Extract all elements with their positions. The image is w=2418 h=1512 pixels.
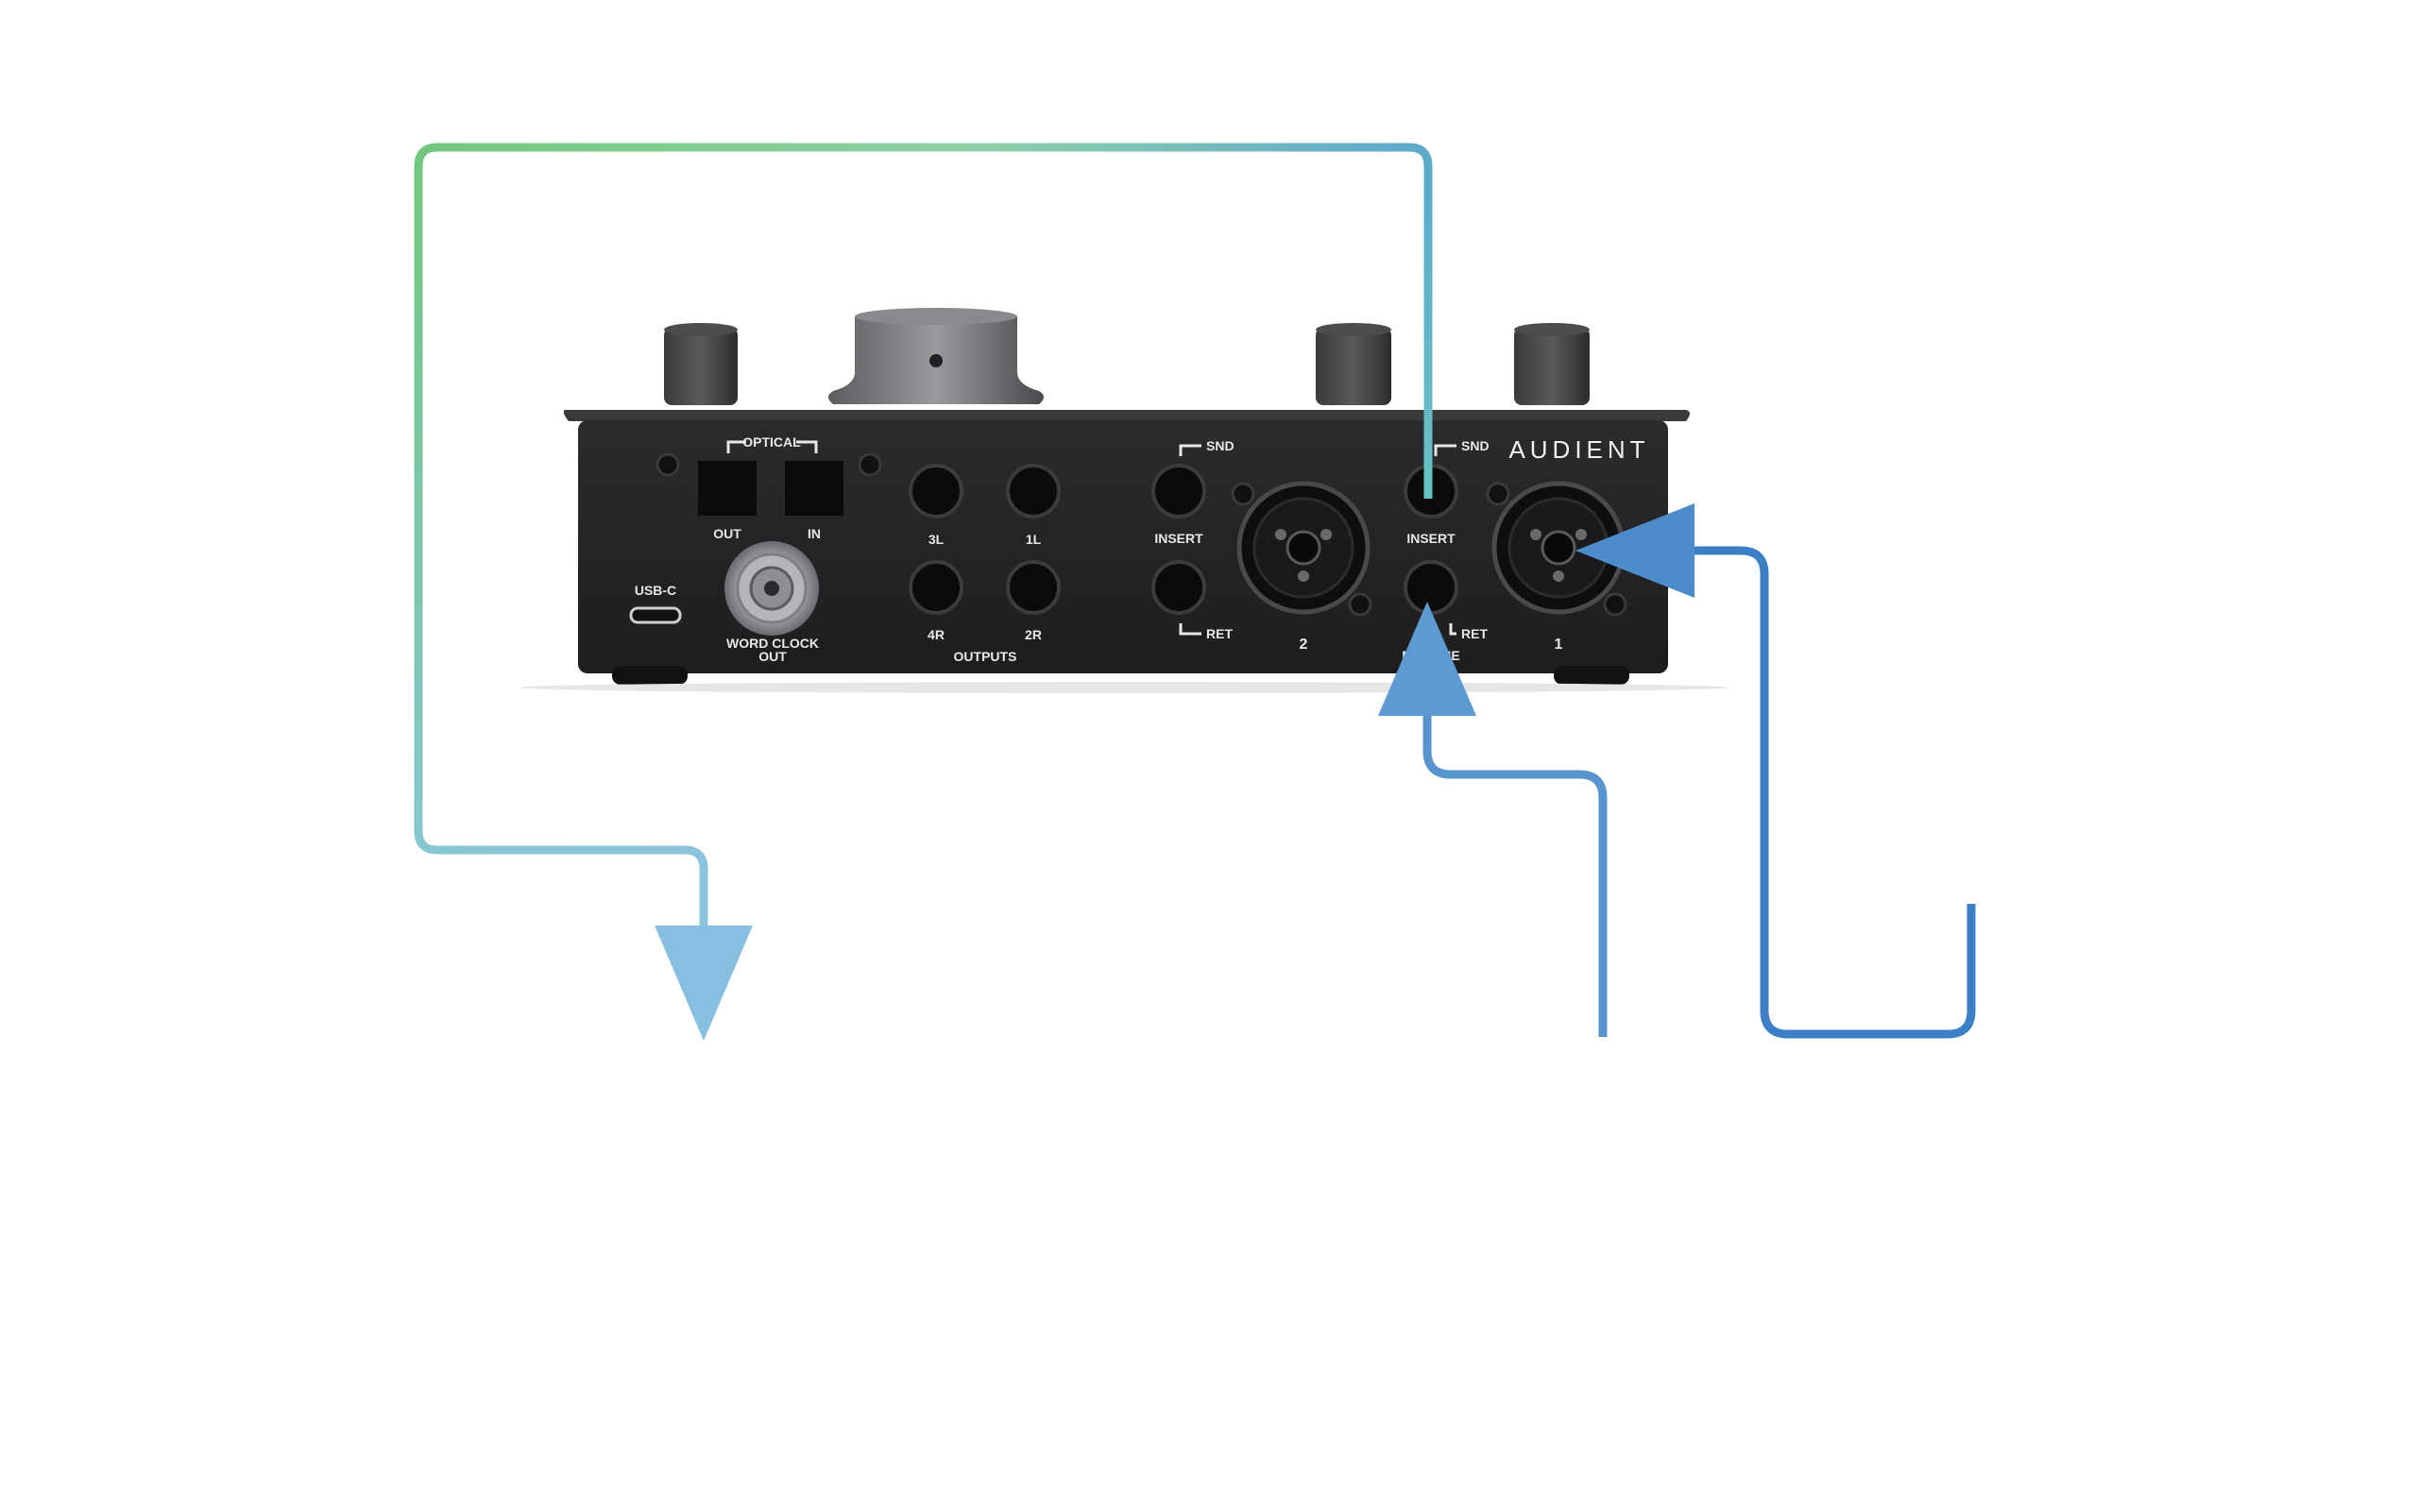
output-4r-label: 4R: [928, 627, 945, 642]
mic-line-input-path: [1662, 546, 1976, 1039]
send-arrow-head: [655, 926, 753, 1041]
insert-return-path: [1422, 689, 1608, 1037]
combo-input-2[interactable]: [1236, 481, 1371, 615]
insert-2-snd-label: SND: [1206, 438, 1235, 453]
output-4r-jack[interactable]: [909, 560, 963, 615]
insert-2-send-jack[interactable]: [1151, 464, 1206, 518]
output-1l-jack[interactable]: [1006, 464, 1061, 518]
outputs-label: OUTPUTS: [954, 649, 1017, 664]
back-panel: [578, 420, 1668, 673]
usb-c-port[interactable]: [629, 606, 682, 624]
insert-1-return-jack[interactable]: [1404, 560, 1458, 615]
output-2r-jack[interactable]: [1006, 560, 1061, 615]
insert-2-ret-label: RET: [1206, 626, 1233, 641]
gain-knob-1: [1514, 328, 1590, 405]
insert-2-return-jack[interactable]: [1151, 560, 1206, 615]
insert-2-label: INSERT: [1154, 531, 1203, 546]
insert-1-ret-label: RET: [1461, 626, 1488, 641]
brand-logo: AUDIENT: [1508, 435, 1649, 464]
input-arrow-head: [1575, 503, 1694, 598]
optical-out-port[interactable]: [698, 461, 757, 516]
usb-c-label: USB-C: [635, 583, 676, 598]
insert-1-snd-label: SND: [1461, 438, 1490, 453]
word-clock-label: WORD CLOCK: [726, 636, 819, 651]
input-2-number: 2: [1300, 637, 1308, 653]
gain-knob-left: [664, 328, 738, 405]
output-3l-jack[interactable]: [909, 464, 963, 518]
gain-knob-2: [1316, 328, 1391, 405]
input-1-number: 1: [1555, 637, 1563, 653]
output-3l-label: 3L: [928, 532, 945, 547]
optical-out-label: OUT: [713, 526, 741, 541]
optical-in-label: IN: [808, 526, 821, 541]
optical-in-port[interactable]: [785, 461, 843, 516]
optical-label: OPTICAL: [742, 434, 801, 450]
output-1l-label: 1L: [1026, 532, 1042, 547]
insert-1-label: INSERT: [1406, 531, 1456, 546]
output-2r-label: 2R: [1025, 627, 1042, 642]
return-arrow-head: [1378, 602, 1476, 716]
audio-interface: OPTICAL OUT IN USB-C WORD CLOCK OUT 3L 1…: [519, 308, 1728, 693]
word-clock-out-label: OUT: [758, 649, 787, 664]
word-clock-bnc-connector[interactable]: [724, 541, 819, 636]
insert-send-loop-path: [414, 143, 1433, 954]
combo-input-1[interactable]: [1491, 481, 1626, 615]
